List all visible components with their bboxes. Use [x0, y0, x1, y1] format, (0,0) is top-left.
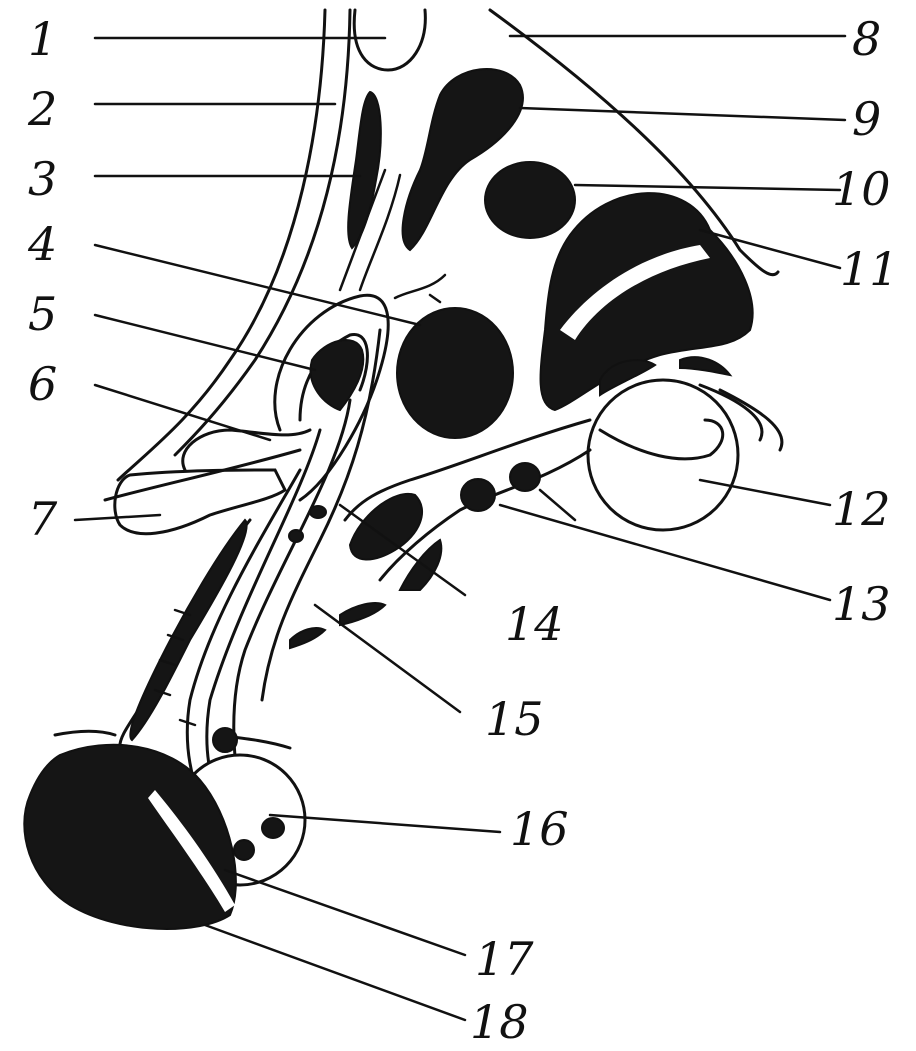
branch-mark — [395, 275, 445, 302]
label-14: 14 — [505, 597, 564, 651]
label-11: 11 — [840, 242, 899, 296]
large-dark-structure — [541, 193, 753, 410]
label-8: 8 — [852, 12, 881, 66]
oval-structure-10 — [485, 162, 575, 238]
label-2: 2 — [27, 82, 57, 136]
nodule-16b — [234, 840, 254, 860]
nodule-16a — [262, 818, 284, 838]
diagram-drawing — [24, 10, 782, 929]
label-13: 13 — [832, 577, 891, 631]
circular-structure-12 — [588, 380, 738, 530]
leader-5 — [95, 315, 315, 370]
seminal-chain — [400, 540, 441, 590]
leader-6 — [95, 385, 270, 440]
label-9: 9 — [852, 92, 881, 146]
label-17: 17 — [475, 932, 534, 986]
label-18: 18 — [470, 995, 529, 1049]
label-4: 4 — [27, 217, 57, 271]
leader-9 — [520, 108, 845, 120]
label-5: 5 — [28, 287, 57, 341]
cord-spot-b — [289, 530, 303, 542]
label-6: 6 — [28, 357, 57, 411]
label-7: 7 — [28, 492, 58, 546]
dark-gland-5 — [311, 340, 364, 410]
leader-17 — [225, 870, 465, 955]
label-12: 12 — [832, 482, 891, 536]
seminal-chain-b — [340, 603, 385, 625]
nodule-13b — [510, 463, 540, 491]
umbilical-loop — [354, 10, 425, 70]
dark-blob-16-top — [213, 728, 237, 752]
cord-spot-a — [310, 506, 326, 518]
leader-18 — [205, 925, 465, 1020]
label-1: 1 — [28, 12, 57, 66]
leader-13b — [540, 490, 575, 520]
leader-10 — [575, 185, 840, 190]
cap-line-18 — [55, 731, 115, 735]
nodule-13a — [461, 479, 495, 511]
leader-15 — [315, 605, 460, 712]
label-16: 16 — [510, 802, 569, 856]
oval-structure-4 — [397, 308, 513, 438]
label-10: 10 — [832, 162, 891, 216]
seminal-chain-c — [290, 628, 325, 648]
label-3: 3 — [28, 152, 57, 206]
label-15: 15 — [485, 692, 544, 746]
dark-cap-12b — [680, 357, 730, 375]
tubular-structure-7 — [115, 470, 285, 534]
body-wall-outer-line — [118, 10, 325, 480]
